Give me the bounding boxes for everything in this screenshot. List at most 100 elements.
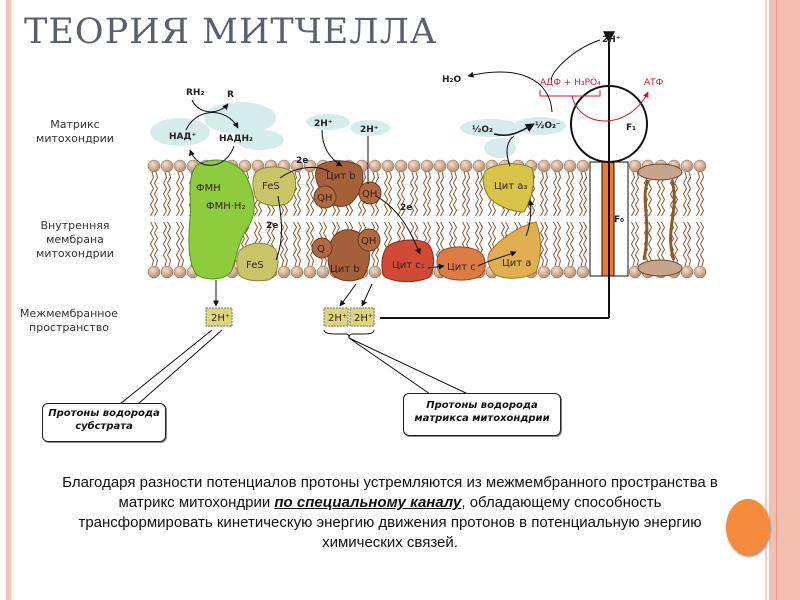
lipid-tail	[634, 221, 640, 267]
callout-substrate-line1: Протоны водорода	[48, 408, 160, 419]
lipid-tail	[634, 171, 640, 217]
lipid-tail	[552, 171, 558, 217]
qh-lower	[357, 228, 381, 252]
atp-synthesis-arrow	[571, 91, 649, 122]
half-o2-ion-label: ½O₂⁻	[535, 120, 561, 131]
cyt-c1-label: Цит c₁	[392, 260, 425, 271]
lipid-head-top	[433, 159, 447, 173]
membrane-protein-right	[637, 163, 683, 277]
electron-path-fes-fes	[275, 195, 282, 261]
proton-box-3: 2H⁺	[349, 307, 375, 327]
lipid-tail	[179, 221, 185, 267]
cyt-c-label: Цит c	[447, 262, 476, 273]
proton-box-3-label: 2H⁺	[354, 313, 373, 324]
lipid-tail	[630, 221, 636, 267]
cyt-a3-label: Цит a₃	[494, 181, 527, 192]
lipid-head-top	[576, 159, 590, 173]
lipid-tail	[296, 221, 302, 267]
lipid-tail	[695, 171, 701, 217]
lipid-tail	[422, 171, 428, 217]
explanation-part1: Благодаря разности потенциалов протоны у…	[62, 474, 718, 511]
lipid-tail	[695, 221, 701, 267]
right-decorative-band-line	[776, 0, 777, 600]
nad-regeneration-arrow	[189, 145, 235, 166]
electron-path-fes-cytb	[279, 167, 331, 179]
lipid-tail	[673, 221, 679, 267]
fes-top-label: FeS	[262, 181, 280, 192]
lipid-head-bottom	[693, 265, 707, 279]
lipid-tail	[413, 171, 419, 217]
lipid-tail	[175, 171, 181, 217]
matrix-clouds	[150, 102, 566, 158]
electron-path-cytb-cytc1	[375, 195, 421, 255]
lipid-tail	[582, 171, 588, 217]
proton-release-arrow-3	[361, 283, 373, 307]
lipid-tail	[448, 171, 454, 217]
lipid-tail	[409, 171, 415, 217]
lipid-tail	[175, 221, 181, 267]
water-formation-arrow	[467, 71, 553, 113]
lipid-head-bottom	[147, 265, 161, 279]
f1-label: F₁	[626, 123, 636, 133]
lipid-tail	[305, 171, 311, 217]
lipid-tail	[699, 221, 705, 267]
lipid-head-top	[563, 159, 577, 173]
proton-brace	[323, 329, 375, 339]
matrix-2h-label-2: 2Н⁺	[360, 125, 379, 135]
lipid-tail	[474, 171, 480, 217]
half-o2-label: ½O₂	[472, 124, 493, 135]
lipid-tail	[647, 221, 653, 267]
proton-box-1-label: 2H⁺	[211, 313, 230, 324]
lipid-tail	[396, 171, 402, 217]
lipid-head-bottom	[537, 265, 551, 279]
qh-right-label: QH	[362, 189, 377, 200]
label-inner-membrane-line3: митохондрии	[36, 247, 114, 260]
decorative-orange-circle	[726, 499, 770, 555]
lipid-tail	[552, 221, 558, 267]
top-2h-label: 2H⁺	[602, 35, 621, 45]
electron-to-oxygen-line	[506, 135, 515, 167]
callout-pointer-matrix	[348, 337, 469, 395]
lipid-head-top	[420, 159, 434, 173]
lipid-head-bottom	[277, 265, 291, 279]
proton-box-2: 2H⁺	[323, 307, 349, 327]
substrate-oxidation-arrow	[191, 99, 229, 113]
label-intermembrane-line1: Межмембранное	[20, 307, 118, 320]
explanation-emphasis: по специальному каналу	[274, 494, 462, 511]
lipid-tail	[543, 171, 549, 217]
electron-label-2: 2e	[266, 221, 278, 231]
callout-substrate-line2: субстрата	[75, 421, 133, 432]
lipid-head-top	[173, 159, 187, 173]
cyt-a	[487, 221, 541, 279]
q-label: Q	[317, 244, 325, 255]
lipid-tail	[656, 221, 662, 267]
lipid-head-top	[628, 159, 642, 173]
lipid-tail	[578, 171, 584, 217]
qh-lower-label: QH	[361, 236, 376, 247]
lipid-head-top	[368, 159, 382, 173]
proton-to-water-line	[551, 39, 601, 81]
lipid-tail	[387, 171, 393, 217]
lipid-head-top	[407, 159, 421, 173]
lipid-head-top	[303, 159, 317, 173]
mitchell-diagram: ФМН ФМН·Н₂ FeS FeS Цит b QH QH Цит b Q Q…	[119, 31, 707, 405]
h2o-label: H₂O	[442, 75, 461, 85]
fmn-complex	[188, 159, 255, 280]
lipid-tail	[292, 221, 298, 267]
rh2-label: RH₂	[186, 88, 204, 98]
lipid-head-top	[693, 159, 707, 173]
lipid-tail	[565, 171, 571, 217]
lipid-tail	[149, 171, 155, 217]
label-intermembrane: Межмембранное пространство	[4, 307, 134, 335]
lipid-tail	[305, 221, 311, 267]
lipid-tail	[452, 171, 458, 217]
electron-label-1: 2e	[296, 156, 308, 166]
lipid-tail	[578, 221, 584, 267]
callout-matrix-line1: Протоны водорода	[426, 400, 538, 411]
lipid-head-top	[394, 159, 408, 173]
lipid-tail	[582, 221, 588, 267]
cyt-b-bottom-label: Цит b	[330, 264, 360, 275]
lipid-tail	[153, 171, 159, 217]
lipid-tail	[465, 171, 471, 217]
electron-path-a-a3	[525, 199, 534, 237]
